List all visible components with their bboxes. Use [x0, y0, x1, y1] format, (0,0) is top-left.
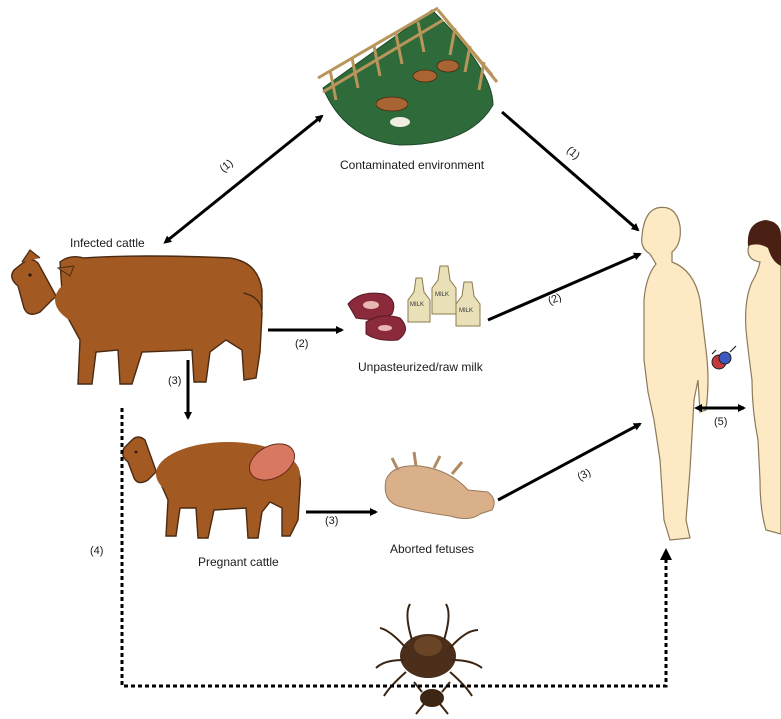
raw-milk-label: Unpasteurized/raw milk — [358, 360, 484, 374]
infected-cattle-label: Infected cattle — [70, 236, 145, 250]
gender-symbol-icon — [712, 346, 736, 369]
route-label-3b: (3) — [325, 515, 338, 527]
arrow-milk-human — [488, 254, 640, 320]
tick-icon — [376, 604, 482, 714]
route-label-1b: (1) — [564, 144, 582, 162]
route-label-2a: (2) — [295, 338, 308, 350]
route-label-1a: (1) — [218, 157, 236, 175]
route-label-4: (4) — [90, 545, 103, 557]
male-human-icon — [642, 207, 708, 540]
cow-icon — [12, 250, 262, 384]
arrow-fetus-human — [498, 424, 640, 500]
route-label-5: (5) — [714, 416, 727, 428]
milk-bottle-text: MILK — [435, 292, 449, 298]
milk-bottle-text: MILK — [410, 302, 424, 308]
aborted-fetuses-label: Aborted fetuses — [390, 542, 474, 556]
pregnant-cow-icon — [123, 437, 301, 538]
environment-label: Contaminated environment — [340, 158, 485, 172]
route-label-3a: (3) — [168, 375, 181, 387]
arrow-environment-human — [502, 112, 638, 230]
arrow-cattle-environment — [168, 116, 322, 240]
fenced-pasture-icon — [318, 8, 497, 145]
aborted-fetus-icon — [385, 452, 494, 519]
female-human-icon — [746, 220, 781, 534]
meat-icon — [348, 293, 406, 340]
milk-bottle-text: MILK — [459, 308, 473, 314]
route-label-3c: (3) — [575, 467, 593, 484]
pregnant-cattle-label: Pregnant cattle — [198, 555, 279, 569]
